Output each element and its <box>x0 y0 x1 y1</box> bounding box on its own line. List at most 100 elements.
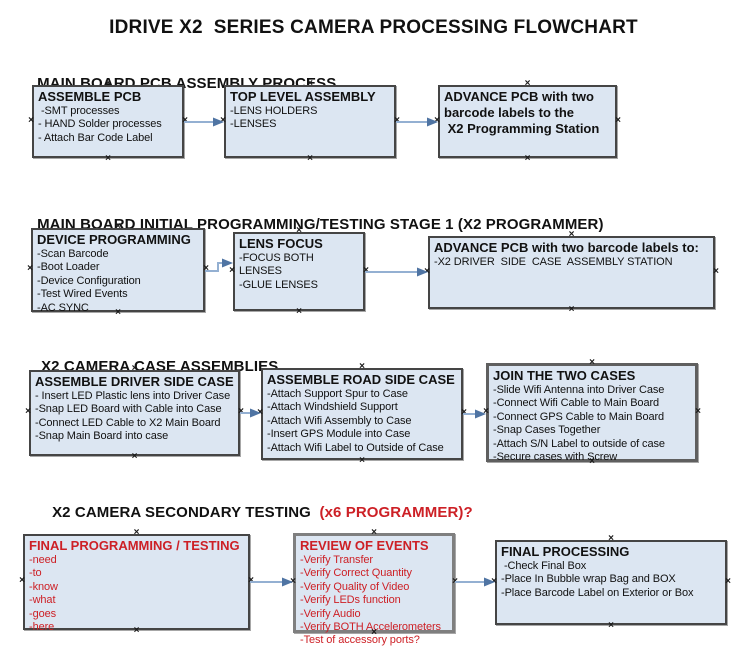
connector-handle-icon <box>568 306 576 314</box>
connector-handle-icon <box>295 308 303 316</box>
connector-handle-icon <box>358 457 366 465</box>
connector-handle-icon <box>114 223 122 231</box>
connector-handle-icon <box>607 622 615 630</box>
connector-handle-icon <box>451 578 459 586</box>
box-item: -GLUE LENSES <box>239 278 318 291</box>
box-title: ADVANCE PCB with two barcode labels to: <box>434 240 699 255</box>
box-items: -SMT processes- HAND Solder processes- A… <box>38 105 178 145</box>
connector-handle-icon <box>295 227 303 235</box>
connector-handle-icon <box>524 80 532 88</box>
box-item: -Connect Wifi Cable to Main Board <box>493 397 660 410</box>
connector-handle-icon <box>724 578 732 586</box>
connector-handle-icon <box>568 231 576 239</box>
box-title: ASSEMBLE PCB <box>38 89 142 104</box>
box-item: -Verify Quality of Video <box>300 580 410 593</box>
connector-handle-icon <box>219 117 227 125</box>
box-items: -Slide Wifi Antenna into Driver Case-Con… <box>493 384 691 464</box>
box-final-programming-testing: FINAL PROGRAMMING / TESTING -need-to-kno… <box>23 534 250 633</box>
connector-handle-icon <box>202 265 210 273</box>
box-items: -FOCUS BOTH LENSES-GLUE LENSES <box>239 252 359 292</box>
box-item: -Place In Bubble wrap Bag and BOX <box>501 573 676 586</box>
flow-arrow-icon <box>250 577 293 587</box>
connector-handle-icon <box>482 408 490 416</box>
box-device-programming: DEVICE PROGRAMMING -Scan Barcode-Boot Lo… <box>31 228 205 315</box>
section-heading-secondary-testing: X2 CAMERA SECONDARY TESTING (x6 PROGRAMM… <box>35 487 473 538</box>
box-item: -Device Configuration <box>37 274 141 287</box>
connector-handle-icon <box>104 155 112 163</box>
box-assemble-road-side-case: ASSEMBLE ROAD SIDE CASE -Attach Support … <box>261 368 463 460</box>
box-items: -Verify Transfer-Verify Correct Quantity… <box>300 554 448 648</box>
connector-handle-icon <box>588 458 596 466</box>
box-item: -goes <box>29 607 57 620</box>
connector-handle-icon <box>26 265 34 273</box>
box-items: -Check Final Box-Place In Bubble wrap Ba… <box>501 560 721 600</box>
box-items: -need-to-know-what-goes-here <box>29 554 244 634</box>
section-heading-red-suffix: (x6 PROGRAMMER)? <box>319 504 473 521</box>
box-top-level-assembly: TOP LEVEL ASSEMBLY -LENS HOLDERS-LENSES <box>224 85 396 158</box>
box-items: -Attach Support Spur to Case-Attach Wind… <box>267 388 457 455</box>
box-item: -Verify Transfer <box>300 554 373 566</box>
box-item: -Scan Barcode <box>37 248 109 260</box>
connector-handle-icon <box>694 408 702 416</box>
box-title: ASSEMBLE DRIVER SIDE CASE <box>35 374 234 389</box>
flow-arrow-icon <box>365 267 428 277</box>
connector-handle-icon <box>114 309 122 317</box>
connector-handle-icon <box>524 155 532 163</box>
box-lens-focus: LENS FOCUS -FOCUS BOTH LENSES-GLUE LENSE… <box>233 232 365 311</box>
connector-handle-icon <box>104 80 112 88</box>
box-title: JOIN THE TWO CASES <box>493 368 636 383</box>
connector-handle-icon <box>27 117 35 125</box>
box-items: -Scan Barcode-Boot Loader-Device Configu… <box>37 248 199 315</box>
box-join-the-two-cases: JOIN THE TWO CASES -Slide Wifi Antenna i… <box>486 363 698 464</box>
box-item: -X2 DRIVER SIDE CASE ASSEMBLY STATION <box>434 256 673 268</box>
box-item: -Slide Wifi Antenna into Driver Case <box>493 384 665 396</box>
connector-handle-icon <box>228 267 236 275</box>
box-item: -need <box>29 554 57 566</box>
connector-handle-icon <box>433 117 441 125</box>
box-item: -Connect GPS Cable to Main Board <box>493 410 665 423</box>
connector-handle-icon <box>358 363 366 371</box>
connector-handle-icon <box>607 535 615 543</box>
box-title: ASSEMBLE ROAD SIDE CASE <box>267 372 455 387</box>
box-title: DEVICE PROGRAMMING <box>37 232 191 247</box>
box-title: ADVANCE PCB with two barcode labels to t… <box>444 89 600 136</box>
connector-handle-icon <box>133 627 141 635</box>
connector-handle-icon <box>131 365 139 373</box>
connector-handle-icon <box>247 577 255 585</box>
box-item: -Verify Correct Quantity <box>300 567 412 580</box>
connector-handle-icon <box>588 359 596 367</box>
connector-handle-icon <box>133 529 141 537</box>
box-item: -Insert GPS Module into Case <box>267 428 411 441</box>
box-item: -what <box>29 594 56 607</box>
connector-handle-icon <box>423 268 431 276</box>
connector-handle-icon <box>237 408 245 416</box>
connector-handle-icon <box>712 268 720 276</box>
box-item: -Verify LEDs function <box>300 594 401 607</box>
box-item: -AC SYNC <box>37 301 89 314</box>
box-items: -LENS HOLDERS-LENSES <box>230 105 390 132</box>
box-item: -Verify BOTH Accelerometers <box>300 621 441 634</box>
box-item: -SMT processes <box>38 105 120 117</box>
page-title: IDRIVE X2 SERIES CAMERA PROCESSING FLOWC… <box>109 17 638 38</box>
box-item: -Connect LED Cable to X2 Main Board <box>35 416 221 429</box>
section-heading-text: X2 CAMERA SECONDARY TESTING <box>52 504 320 521</box>
box-item: -Check Final Box <box>501 560 587 572</box>
box-title: FINAL PROCESSING <box>501 544 630 559</box>
connector-handle-icon <box>256 409 264 417</box>
box-items: - Insert LED Plastic lens into Driver Ca… <box>35 390 234 444</box>
flow-arrow-icon <box>184 117 224 127</box>
connector-handle-icon <box>393 117 401 125</box>
box-item: -Place Barcode Label on Exterior or Box <box>501 586 694 599</box>
box-title: TOP LEVEL ASSEMBLY <box>230 89 376 104</box>
connector-handle-icon <box>362 267 370 275</box>
box-item: -know <box>29 580 58 593</box>
box-item: -Attach S/N Label to outside of case <box>493 437 665 450</box>
box-items: -X2 DRIVER SIDE CASE ASSEMBLY STATION <box>434 256 709 269</box>
connector-handle-icon <box>18 577 26 585</box>
box-item: -Snap Cases Together <box>493 424 601 437</box>
connector-handle-icon <box>370 629 378 637</box>
box-item: -Snap LED Board with Cable into Case <box>35 403 222 416</box>
box-item: -here <box>29 621 55 634</box>
connector-handle-icon <box>460 409 468 417</box>
box-item: -Test Wired Events <box>37 288 128 301</box>
